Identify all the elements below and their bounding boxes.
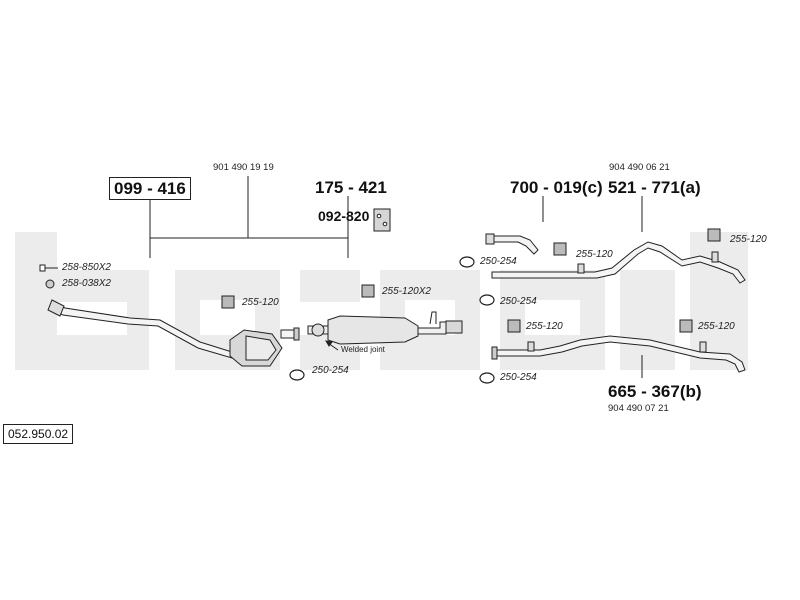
centre-silencer bbox=[327, 315, 419, 345]
clamp-label-255-120-right-b[interactable]: 255-120 bbox=[698, 321, 735, 332]
tail-pipe-a-bracket bbox=[577, 263, 585, 274]
clamp-label-255-120-tail-a[interactable]: 255-120 bbox=[576, 249, 613, 260]
connecting-pipe-c-flange bbox=[485, 233, 495, 245]
clamp-label-255-120-cat[interactable]: 255-120 bbox=[242, 297, 279, 308]
bracket-body bbox=[373, 208, 391, 232]
pointer-arrow-icon bbox=[325, 340, 339, 351]
part-number-092-820[interactable]: 092-820 bbox=[318, 208, 370, 224]
logo-gap bbox=[525, 300, 580, 335]
clamp-icon bbox=[553, 242, 567, 256]
tail-pipe-a-hanger bbox=[711, 251, 719, 263]
clamp-label-255-120-right-a[interactable]: 255-120 bbox=[730, 234, 767, 245]
clamp-icon bbox=[507, 319, 521, 333]
clamp-label-255-120x2[interactable]: 255-120X2 bbox=[382, 286, 431, 297]
silencer-hanger bbox=[429, 311, 437, 325]
part-number-099-416[interactable]: 099 - 416 bbox=[109, 177, 191, 200]
ring-label-250-254-top[interactable]: 250-254 bbox=[480, 256, 517, 267]
converter-shell bbox=[245, 335, 277, 361]
rubber-ring-icon bbox=[289, 369, 305, 381]
clamp-icon bbox=[679, 319, 693, 333]
part-number-700-019c[interactable]: 700 - 019(c) bbox=[510, 178, 603, 197]
tail-pipe-b bbox=[491, 335, 746, 373]
bolt-icon bbox=[39, 264, 46, 272]
centre-silencer-assembly bbox=[307, 311, 463, 345]
clamp-icon bbox=[361, 284, 375, 298]
nut-label-258-038x2[interactable]: 258-038X2 bbox=[62, 278, 111, 289]
nut-body bbox=[45, 279, 55, 289]
clamp-icon bbox=[221, 295, 235, 309]
part-number-175-421[interactable]: 175 - 421 bbox=[315, 178, 387, 197]
tail-pipe-a-tube bbox=[491, 241, 746, 284]
rubber-ring-icon bbox=[459, 256, 475, 268]
silencer-outlet-sleeve bbox=[445, 320, 463, 334]
logo-block bbox=[690, 232, 748, 370]
arrow-head bbox=[325, 340, 333, 347]
diagram-reference-number: 052.950.02 bbox=[3, 424, 74, 444]
tail-pipe-b-tube bbox=[491, 335, 746, 373]
clamp-icon bbox=[707, 228, 721, 242]
ring-label-250-254-mid[interactable]: 250-254 bbox=[312, 365, 349, 376]
converter-outlet-flange bbox=[293, 327, 300, 341]
part-number-665-367b[interactable]: 665 - 367(b) bbox=[608, 382, 702, 401]
welded-joint-note: Welded joint bbox=[341, 345, 385, 354]
logo-block bbox=[57, 270, 127, 302]
bolt-label-258-850x2[interactable]: 258-850X2 bbox=[62, 262, 111, 273]
bolt-head bbox=[39, 264, 46, 272]
clamp-label-255-120-tail-b[interactable]: 255-120 bbox=[526, 321, 563, 332]
bracket-hole bbox=[376, 213, 382, 219]
ring-label-250-254-b2[interactable]: 250-254 bbox=[500, 372, 537, 383]
oe-number-904-490-07-21: 904 490 07 21 bbox=[608, 403, 669, 414]
leader-lines bbox=[40, 176, 643, 378]
part-number-521-771a[interactable]: 521 - 771(a) bbox=[608, 178, 701, 197]
ring-label-250-254-b1[interactable]: 250-254 bbox=[500, 296, 537, 307]
oe-number-904-490-06-21: 904 490 06 21 bbox=[609, 162, 670, 173]
logo-block bbox=[620, 270, 675, 370]
tail-pipe-b-hanger bbox=[699, 341, 707, 353]
connecting-pipe-c bbox=[485, 233, 539, 255]
rubber-ring-icon bbox=[479, 294, 495, 306]
front-flange bbox=[47, 299, 65, 317]
nut-icon bbox=[45, 279, 55, 289]
rubber-ring-icon bbox=[479, 372, 495, 384]
mounting-bracket-icon bbox=[373, 208, 391, 232]
bracket-hole bbox=[382, 221, 388, 227]
silencer-inlet-end bbox=[311, 323, 325, 337]
front-pipe-assembly bbox=[47, 299, 300, 367]
connecting-pipe-c-tube bbox=[489, 235, 539, 255]
logo-block bbox=[15, 232, 57, 370]
tail-pipe-b-inlet bbox=[491, 346, 498, 360]
logo-block bbox=[300, 270, 360, 302]
tail-pipe-a bbox=[491, 241, 746, 284]
oe-number-901-490-19-19: 901 490 19 19 bbox=[213, 162, 274, 173]
tail-pipe-b-bracket bbox=[527, 341, 535, 352]
